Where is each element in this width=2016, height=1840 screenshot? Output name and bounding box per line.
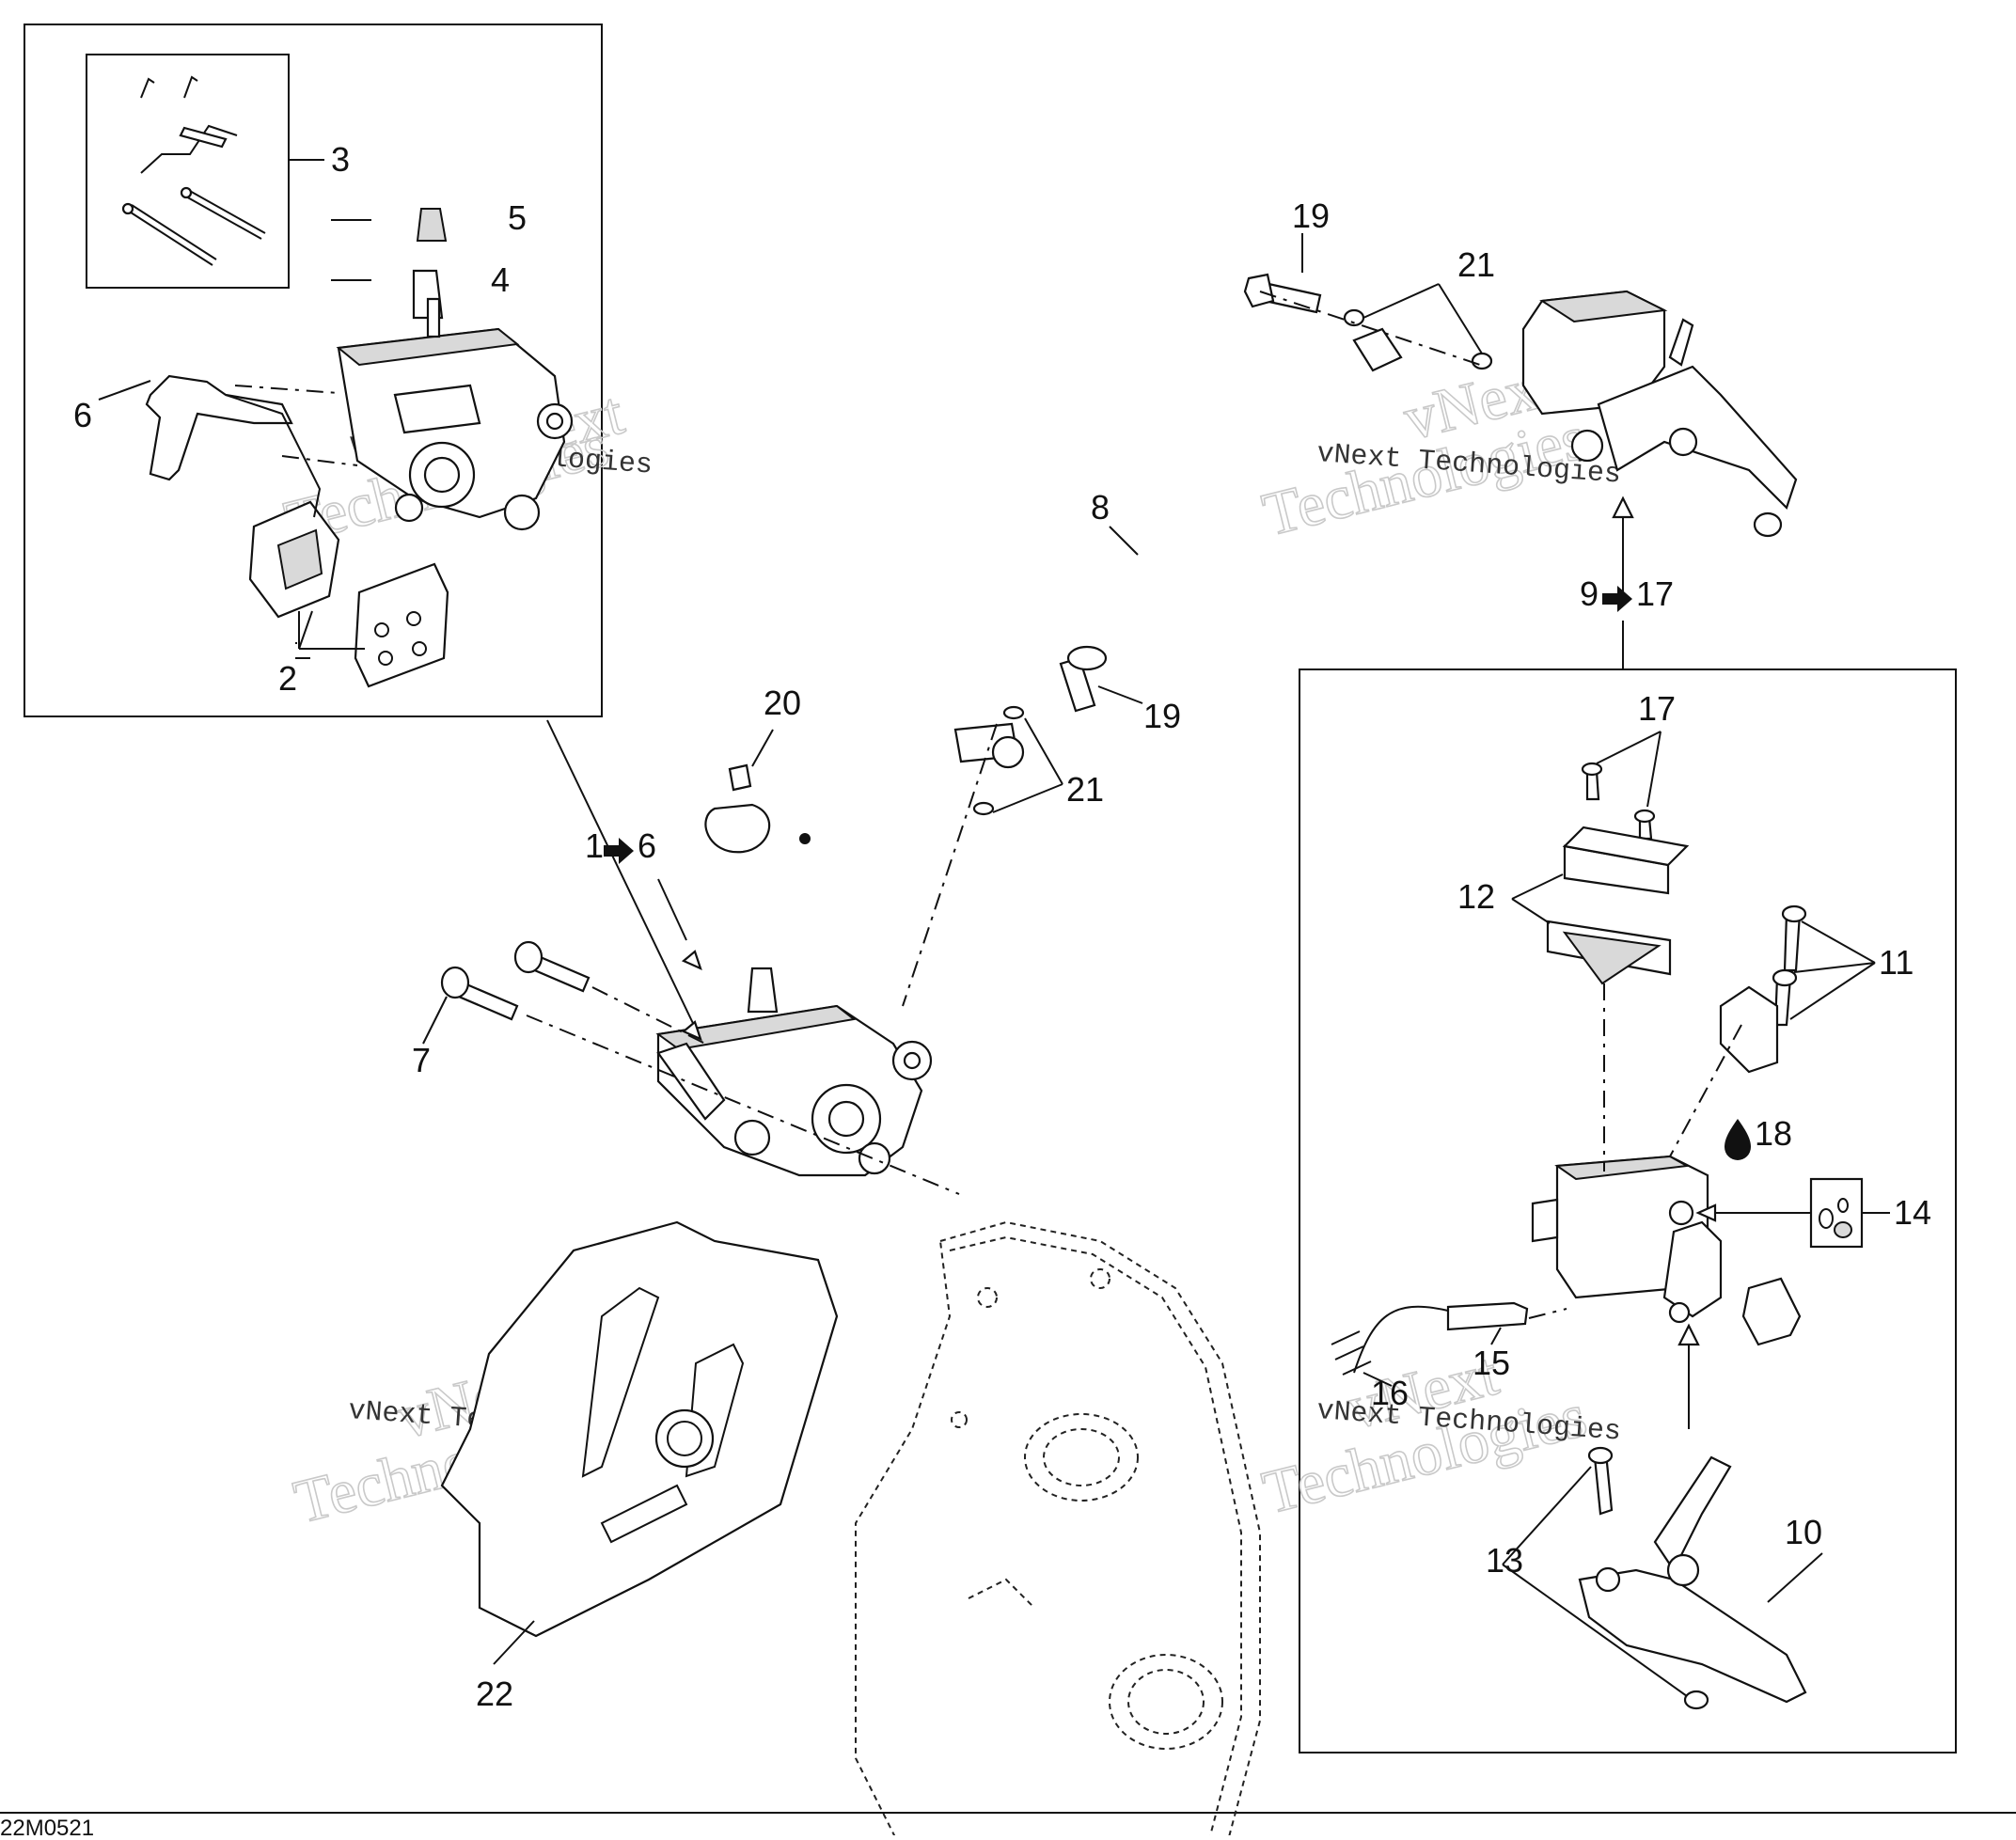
leader-line [298,610,313,650]
leader-line [657,878,687,941]
callout-1-to-6: 1 6 [585,826,656,865]
master-cylinder-assembly-illustration [1521,290,1798,538]
arrow-head [1677,1323,1700,1346]
callout-17-range: 17 [1636,574,1674,613]
gearbox-housing-illustration [855,1220,1261,1840]
callout-4: 4 [491,260,510,299]
arrow-head [681,950,702,971]
pin-kit-illustration [121,75,266,266]
caliper-detail-illustration [145,208,574,688]
leader-line [1511,873,1564,924]
leader-line [751,729,774,767]
callout-16: 16 [1371,1374,1409,1412]
callout-1: 1 [585,826,604,865]
exploded-master-cylinder-illustration [1331,762,1864,1710]
watermark-lower-right: vNext Technologies vNext Technologies [1255,1339,1622,1528]
callout-3: 3 [331,140,350,179]
callout-19-top: 19 [1292,197,1330,235]
leader-line [1097,685,1143,704]
callout-18: 18 [1725,1114,1792,1160]
callout-8: 8 [1091,488,1110,527]
callout-12: 12 [1457,877,1495,916]
leader-line [1362,1372,1393,1387]
callout-17: 17 [1638,689,1676,728]
leader-line [493,1620,535,1665]
callout-11: 11 [1879,943,1914,982]
callout-15: 15 [1473,1344,1510,1382]
leader-line [992,717,1063,813]
arrow-head [681,1020,702,1042]
callout-22: 22 [476,1675,513,1713]
arrow-right-icon [604,838,634,864]
callout-6-range: 6 [638,826,656,865]
callout-5: 5 [508,198,527,237]
disc-guard-illustration [440,1220,839,1638]
main-caliper-illustration [440,940,960,1195]
drawing-code: 22M0521 [0,1816,94,1835]
master-cylinder-detail-frame [1299,668,1957,1754]
leader-line [1596,731,1662,808]
callout-14: 14 [1894,1193,1931,1232]
callout-21-mid: 21 [1066,770,1104,809]
leader-line [1502,1466,1688,1697]
arrow-head [1612,495,1634,519]
caliper-detail-frame [24,24,603,717]
callout-6: 6 [73,396,92,434]
callout-9-to-17: 9 17 [1580,574,1674,613]
leader-line [98,380,151,401]
callout-7: 7 [412,1041,431,1079]
leader-line [1490,1327,1502,1345]
callout-2: 2 [278,659,297,698]
arrow-head [1695,1203,1717,1222]
oil-drop-icon [1725,1119,1751,1160]
leader-line [546,719,701,1040]
callout-13: 13 [1486,1541,1523,1580]
pin-kit-frame [86,54,290,289]
callout-19-mid: 19 [1143,697,1181,735]
callout-21-top: 21 [1457,245,1495,284]
callout-9: 9 [1580,574,1599,613]
leader-line [1109,526,1139,556]
arrow-right-icon [1602,586,1632,612]
leader-line [298,611,365,650]
leader-line [1362,283,1483,354]
callout-10: 10 [1785,1513,1822,1551]
brake-hose-illustration [704,273,1493,1007]
leader-line [1767,1552,1823,1603]
callout-18-number: 18 [1755,1114,1792,1153]
leader-line [1789,920,1876,1020]
leader-line [295,642,297,644]
leader-line [422,996,448,1045]
callout-20: 20 [764,684,801,722]
